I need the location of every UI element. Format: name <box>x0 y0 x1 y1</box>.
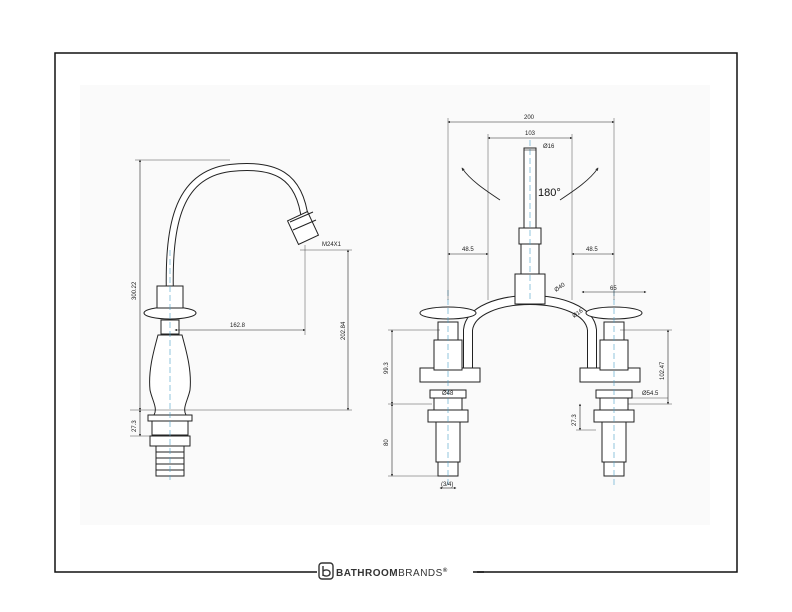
brand-suffix: BRANDS <box>398 568 443 579</box>
side-view <box>130 159 352 480</box>
base-height-right-label: 27.3 <box>572 414 578 426</box>
spout-height-label: 202.84 <box>341 321 347 340</box>
valve-height-label: 99.3 <box>384 362 390 374</box>
spout-reach-label: 162.8 <box>230 323 246 329</box>
side-view-labels: 300.22 162.8 202.84 M24X1 27.3 <box>132 242 347 432</box>
offset-right-label: 48.5 <box>586 247 598 253</box>
spout-diameter-label: Ø16 <box>543 144 555 150</box>
side-base-height-label: 27.3 <box>132 420 138 432</box>
thread-size-label: (3/4) <box>441 482 453 488</box>
total-height-label: 300.22 <box>132 281 138 300</box>
brand-name: BATHROOMBRANDS® <box>336 567 448 579</box>
base-diameter-left-label: Ø48 <box>442 391 454 397</box>
bridge-width-label: 103 <box>525 131 536 137</box>
shank-length-label: 80 <box>384 439 390 446</box>
elbow-upper-diameter-label: Ø40 <box>554 282 567 294</box>
base-diameter-right-label: Ø54.5 <box>642 391 659 397</box>
brand-mark: ® <box>443 567 448 574</box>
brand-footer: BATHROOMBRANDS® <box>305 562 484 580</box>
elbow-lower-diameter-label: Ø16 <box>572 308 585 320</box>
offset-left-label: 48.5 <box>462 247 474 253</box>
handle-width-label: 65 <box>610 286 617 292</box>
rotation-label: 180° <box>538 187 561 199</box>
brand-prefix: BATHROOM <box>336 568 398 579</box>
brand-logo-icon <box>318 562 334 580</box>
thread-label: M24X1 <box>322 242 342 248</box>
overall-width-label: 200 <box>524 115 535 121</box>
front-view-labels: 200 103 Ø16 180° 48.5 48.5 Ø40 Ø16 65 99… <box>384 115 666 488</box>
valve-height-right-label: 102.47 <box>660 361 666 380</box>
front-view <box>388 118 672 490</box>
